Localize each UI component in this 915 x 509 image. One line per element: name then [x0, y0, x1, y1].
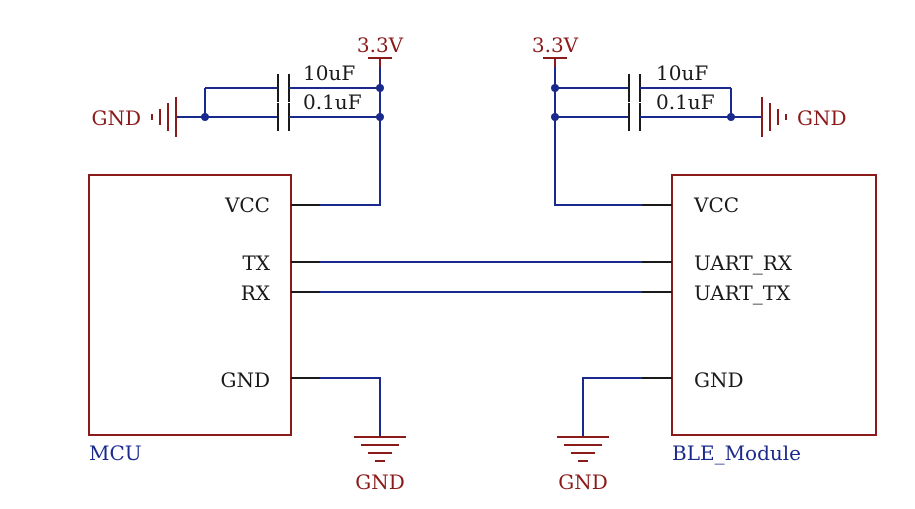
ble-name: BLE_Module	[672, 441, 801, 465]
mcu-gnd-net	[291, 377, 406, 462]
mcu-body	[88, 174, 292, 436]
right-cap-bulk-label: 10uF	[656, 61, 708, 85]
mcu-pin-tx-label: TX	[242, 251, 270, 275]
right-junction-bottom	[551, 113, 559, 121]
left-cap-decouple-label: 0.1uF	[303, 90, 362, 114]
left-cap-bulk-label: 10uF	[303, 61, 355, 85]
right-gnd-label: GND	[797, 106, 847, 130]
left-junction-gnd	[201, 113, 209, 121]
ble-pin-uart-tx-label: UART_TX	[694, 281, 791, 305]
ble-gnd-wire	[582, 377, 642, 437]
ble-block: BLE_Module VCC UART_RX UART_TX GND	[671, 174, 877, 465]
left-gnd-label: GND	[91, 106, 141, 130]
right-cap-decouple-label: 0.1uF	[656, 90, 715, 114]
uart-nets	[291, 261, 672, 293]
mcu-name: MCU	[89, 441, 142, 465]
mcu-pin-gnd-label: GND	[220, 368, 270, 392]
mcu-gnd-wire	[320, 377, 381, 437]
ble-pin-gnd-label: GND	[694, 368, 744, 392]
left-junction-bottom	[376, 113, 384, 121]
ble-pin-uart-rx-label: UART_RX	[694, 251, 793, 275]
right-junction-gnd	[727, 113, 735, 121]
mcu-pin-rx-label: RX	[241, 281, 271, 305]
right-junction-top	[551, 84, 559, 92]
mcu-block: MCU VCC TX RX GND	[88, 174, 292, 465]
right-power-label: 3.3V	[532, 33, 579, 57]
mcu-pin-vcc-label: VCC	[224, 193, 270, 217]
ble-body	[671, 174, 877, 436]
ble-gnd-label: GND	[558, 470, 608, 494]
mcu-gnd-label: GND	[355, 470, 405, 494]
left-junction-top	[376, 84, 384, 92]
ble-gnd-net	[557, 377, 672, 462]
left-power-label: 3.3V	[357, 33, 404, 57]
ble-pin-vcc-label: VCC	[693, 193, 739, 217]
left-supply	[151, 57, 392, 206]
